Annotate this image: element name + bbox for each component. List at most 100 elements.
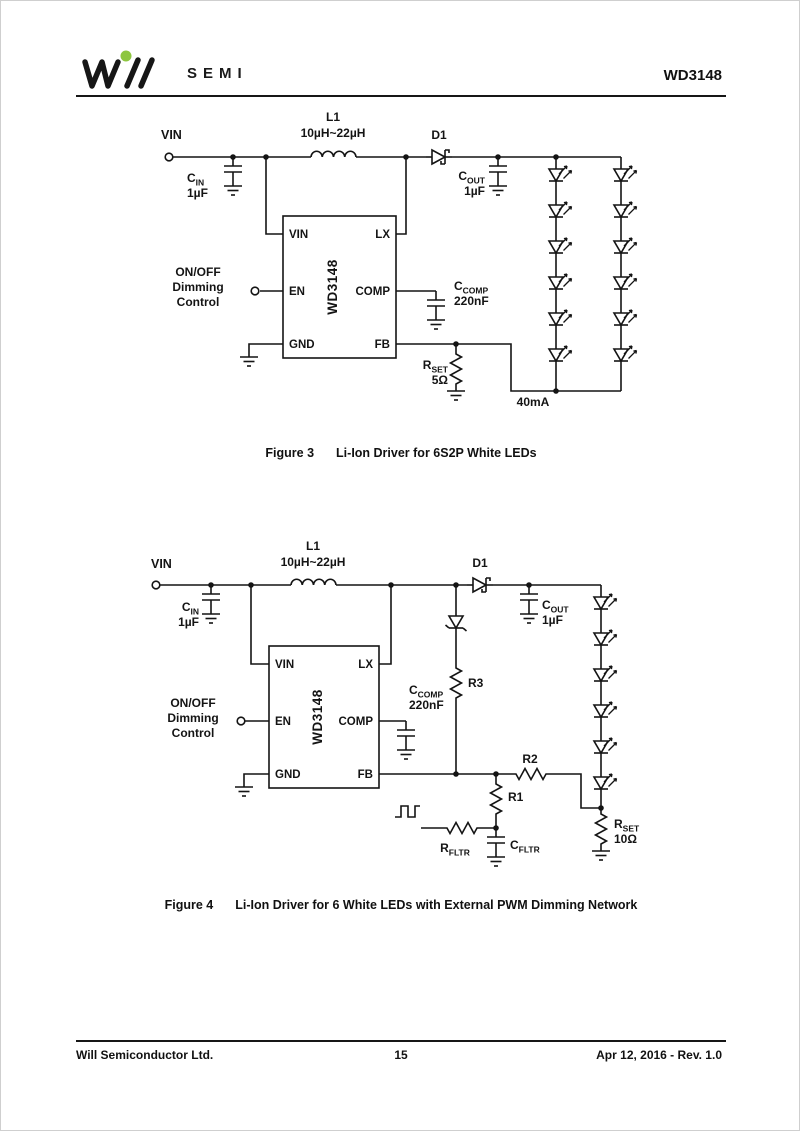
fig3-ccomp-label: CCOMP [454, 279, 489, 296]
cout-ground-icon [519, 608, 539, 624]
pwm-signal-icon [395, 805, 420, 818]
en-terminal [236, 716, 246, 726]
logo-dot-icon [120, 50, 132, 62]
ic-ground-icon [234, 781, 254, 797]
fig3-en-control-line3: Control [177, 295, 220, 309]
fig4-cfltr-label: CFLTR [510, 838, 540, 855]
footer-page-number: 15 [394, 1048, 408, 1062]
fig3-en-control-line1: ON/OFF [175, 265, 220, 279]
rset-ground-icon [591, 845, 611, 861]
rset-ground-icon [446, 385, 466, 401]
l1-inductor [290, 578, 337, 586]
led-string-1 [548, 156, 573, 374]
led-string-2 [613, 156, 638, 374]
fig4-pin-en: EN [275, 716, 291, 728]
will-semi-logo: SEMI [77, 49, 248, 95]
r2-resistor [511, 767, 549, 781]
ccomp-ground-icon [426, 314, 446, 330]
fig4-pin-gnd: GND [275, 769, 301, 781]
fig3-d1-label: D1 [431, 128, 447, 142]
cfltr-capacitor [486, 827, 506, 853]
cin-capacitor [223, 156, 243, 182]
fig3-cout-label: COUT [458, 169, 485, 186]
fig4-en-control-line1: ON/OFF [170, 696, 215, 710]
fig4-l1-label: L1 [306, 539, 320, 553]
will-logo-mark [82, 50, 155, 89]
fig4-d1-label: D1 [472, 556, 488, 570]
fig3-ic-name: WD3148 [325, 259, 340, 315]
ic-body [268, 645, 380, 789]
brand-text: SEMI [187, 65, 248, 82]
fig4-ic-name: WD3148 [310, 689, 325, 745]
fig3-pin-gnd: GND [289, 339, 315, 351]
header-rule [76, 95, 726, 97]
ccomp-capacitor [396, 720, 416, 746]
figure4-caption-label: Figure 4 [164, 898, 214, 912]
fig4-ccomp-value: 220nF [409, 698, 444, 712]
r3-resistor [449, 663, 463, 701]
fig4-rset-label: RSET [614, 817, 640, 834]
fig3-cin-label: CIN [187, 171, 204, 188]
ic-body [282, 215, 397, 359]
rset-resistor [449, 349, 463, 387]
cin-ground-icon [223, 180, 243, 196]
led-string [593, 584, 618, 802]
r1-resistor [489, 779, 503, 817]
figure3-caption-title: Li-Ion Driver for 6S2P White LEDs [336, 446, 537, 460]
fig4-cin-label: CIN [182, 600, 199, 617]
fig4-pin-comp: COMP [339, 716, 374, 728]
fig4-pin-lx: LX [358, 659, 373, 671]
fig4-cout-label: COUT [542, 598, 569, 615]
footer-company: Will Semiconductor Ltd. [76, 1048, 214, 1062]
fig3-vin-label: VIN [161, 128, 182, 142]
fig3-cin-value: 1µF [187, 186, 208, 200]
fig4-en-control-line3: Control [172, 726, 215, 740]
fig3-l1-value: 10µH~22µH [301, 126, 366, 140]
fig3-pin-en: EN [289, 286, 305, 298]
fig3-pin-lx: LX [375, 229, 390, 241]
fig4-wires [160, 584, 602, 829]
ccomp-capacitor [426, 290, 446, 316]
fig3-en-control-line2: Dimming [172, 280, 223, 294]
fig3-pin-comp: COMP [356, 286, 391, 298]
fig3-pin-fb: FB [375, 339, 390, 351]
fig4-rfltr-label: RFLTR [440, 841, 470, 858]
fig3-pin-vin: VIN [289, 229, 308, 241]
fig4-r1-label: R1 [508, 790, 524, 804]
d1-diode [466, 577, 494, 593]
fig3-ccomp-value: 220nF [454, 294, 489, 308]
d1-diode [425, 149, 453, 165]
fig4-r3-label: R3 [468, 676, 484, 690]
figure4-schematic: VIN CIN 1µF L1 10µH~22µH D1 COUT 1µF VIN… [151, 539, 640, 867]
rset-resistor [594, 809, 608, 847]
fig4-vin-label: VIN [151, 557, 172, 571]
footer-date-revision: Apr 12, 2016 - Rev. 1.0 [596, 1048, 722, 1062]
fig4-pin-fb: FB [358, 769, 373, 781]
figure3-schematic: VIN CIN 1µF L1 10µH~22µH D1 COUT 1µF VIN… [161, 110, 638, 409]
cin-capacitor [201, 584, 221, 610]
rfltr-resistor [442, 821, 480, 835]
fig3-l1-label: L1 [326, 110, 340, 124]
fig4-cin-value: 1µF [178, 615, 199, 629]
fig3-wires [173, 156, 622, 392]
zener-diode [444, 610, 468, 636]
fig3-rset-label: RSET [423, 358, 449, 375]
fig4-ccomp-label: CCOMP [409, 683, 444, 700]
fig4-rset-value: 10Ω [614, 832, 637, 846]
fig3-rset-value: 5Ω [432, 373, 449, 387]
fig4-l1-value: 10µH~22µH [281, 555, 346, 569]
part-number: WD3148 [663, 67, 722, 84]
vin-terminal [151, 580, 161, 590]
ic-ground-icon [239, 351, 259, 367]
cout-capacitor [488, 156, 508, 182]
footer-rule [76, 1040, 726, 1042]
cin-ground-icon [201, 608, 221, 624]
l1-inductor [310, 150, 357, 158]
fig4-r2-label: R2 [522, 752, 538, 766]
fig4-cout-value: 1µF [542, 613, 563, 627]
fig4-pin-vin: VIN [275, 659, 294, 671]
cout-capacitor [519, 584, 539, 610]
